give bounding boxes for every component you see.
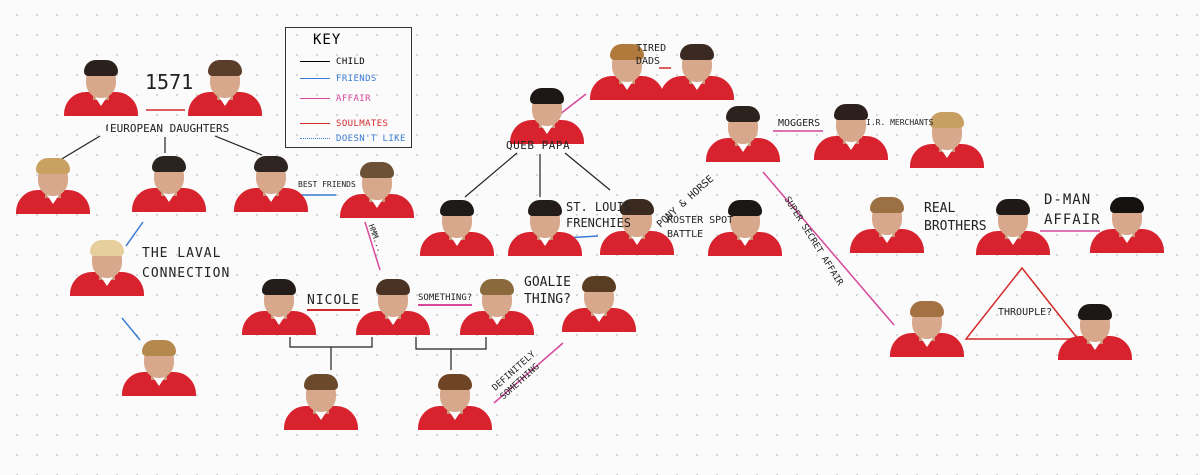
label-moggers: MOGGERS [778, 118, 821, 129]
player-photo-24 [910, 110, 984, 168]
key-label: FRIENDS [336, 74, 377, 84]
key-item-friends: FRIENDS [300, 74, 377, 84]
player-photo-13 [284, 372, 358, 430]
key-item-child: CHILD [300, 57, 365, 67]
player-photo-10 [356, 277, 430, 335]
key-item-soulmates: SOULMATES [300, 119, 388, 129]
label-tired-dads: TIRED DADS [636, 43, 667, 67]
player-photo-14 [418, 372, 492, 430]
player-photo-1 [64, 58, 138, 116]
label-1571: 1571 [145, 70, 194, 94]
player-photo-3 [16, 156, 90, 214]
player-photo-11 [460, 277, 534, 335]
player-photo-9 [242, 277, 316, 335]
player-photo-25 [850, 195, 924, 253]
player-photo-6 [340, 160, 414, 218]
label-something: SOMETHING? [418, 293, 473, 306]
player-photo-18 [420, 198, 494, 256]
legend-key: KEY CHILD FRIENDS AFFAIR SOULMATES DOESN… [285, 27, 412, 148]
label-goalie-thing: GOALIE THING? [524, 275, 571, 307]
player-photo-21 [708, 198, 782, 256]
player-photo-8 [122, 338, 196, 396]
key-title: KEY [313, 32, 342, 48]
key-item-affair: AFFAIR [300, 94, 371, 104]
player-photo-27 [1090, 195, 1164, 253]
player-photo-19 [508, 198, 582, 256]
key-label: AFFAIR [336, 94, 371, 104]
key-label: DOESN'T LIKE [336, 134, 406, 144]
label-best-friends: BEST FRIENDS [298, 180, 356, 189]
player-photo-17 [660, 42, 734, 100]
label-laval-connection: THE LAVAL CONNECTION [142, 246, 231, 281]
label-st-louis-frenchies: ST. LOUIS FRENCHIES [566, 200, 632, 230]
label-roster-spot-battle: ROSTER SPOT BATTLE [667, 215, 734, 240]
player-photo-26 [976, 197, 1050, 255]
key-label: SOULMATES [336, 119, 389, 129]
label-real-brothers: REAL BROTHERS [924, 201, 987, 234]
player-photo-20 [600, 197, 674, 255]
player-photo-2 [188, 58, 262, 116]
player-photo-16 [590, 42, 664, 100]
player-photo-15 [510, 86, 584, 144]
label-throuple: THROUPLE? [998, 307, 1053, 318]
player-photo-5 [234, 154, 308, 212]
key-item-doesnt-like: DOESN'T LIKE [300, 134, 406, 144]
player-photo-22 [706, 104, 780, 162]
player-photo-23 [814, 102, 888, 160]
player-photo-29 [1058, 302, 1132, 360]
key-label: CHILD [336, 57, 366, 67]
player-photo-7 [70, 238, 144, 296]
player-photo-12 [562, 274, 636, 332]
label-ir-merchants: I.R. MERCHANTS [866, 118, 934, 127]
label-european-daughters: EUROPEAN DAUGHTERS [108, 122, 232, 135]
label-queb-papa: QUEB PAPA [506, 139, 571, 152]
label-nicole: NICOLE [307, 293, 360, 311]
label-dman-affair: D-MAN AFFAIR [1044, 192, 1101, 228]
player-photo-4 [132, 154, 206, 212]
player-photo-28 [890, 299, 964, 357]
